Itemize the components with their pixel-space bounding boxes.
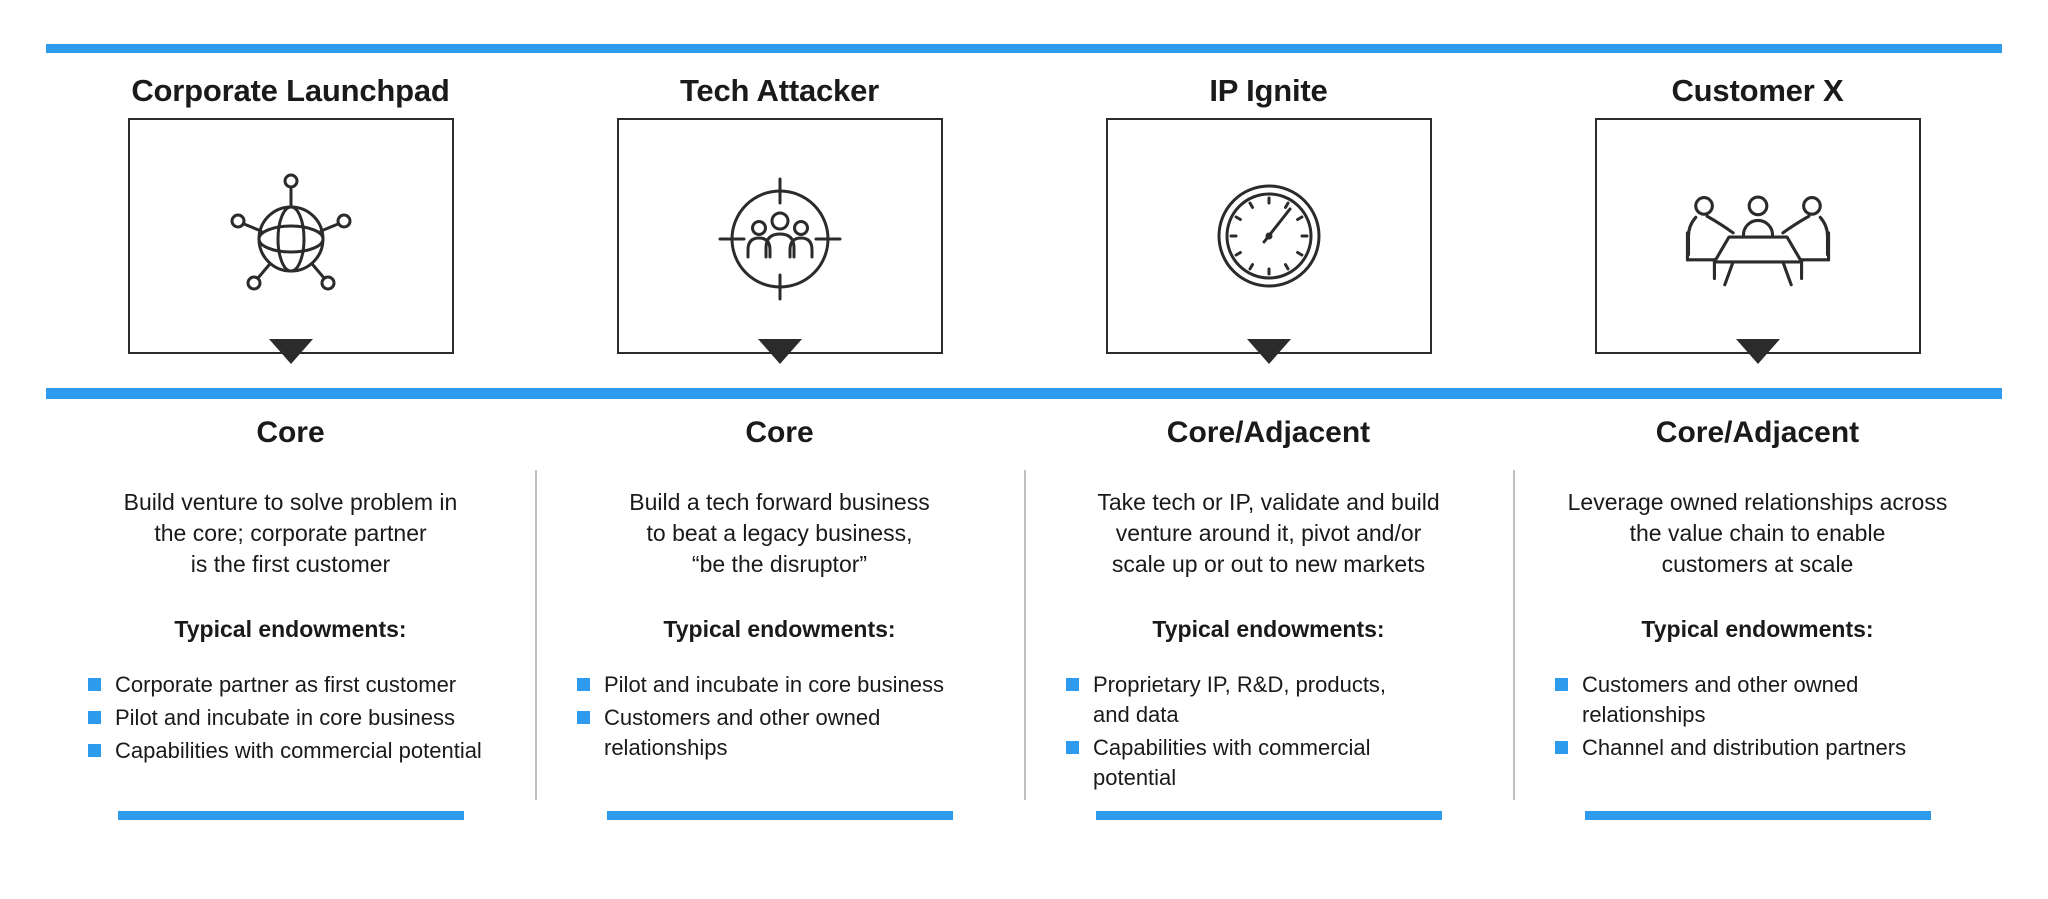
column-bottom-ip-ignite: Core/Adjacent Take tech or IP, validate … [1024,415,1513,820]
column-title: Corporate Launchpad [131,73,450,108]
column-bottom-customer-x: Core/Adjacent Leverage owned relationshi… [1513,415,2002,820]
meeting-table-icon [1685,195,1830,287]
description-text: Build venture to solve problem in the co… [123,489,458,577]
description-text: Build a tech forward business to beat a … [629,489,930,577]
icon-box [1594,118,1921,364]
bullet-item: Customers and other owned relationships [577,703,1022,763]
bullet-item: Capabilities with commercial potential [88,736,533,766]
bullet-text: Channel and distribution partners [1582,735,1907,760]
endowments-heading: Typical endowments: [663,616,896,642]
column-title: IP Ignite [1209,73,1328,108]
column-title: Customer X [1671,73,1844,108]
column-underline-bar [1584,811,1931,820]
bullet-square-icon [88,711,101,724]
column-divider [1024,470,1026,800]
column-top-customer-x: Customer X [1513,72,2002,364]
bullet-text: Capabilities with commercial potential [115,738,482,763]
bullet-item: Pilot and incubate in core business [88,703,533,733]
bullet-text: Capabilities with commercial potential [1093,735,1371,790]
bullet-text: Pilot and incubate in core business [604,672,944,697]
bullet-item: Pilot and incubate in core business [577,670,1022,700]
arrow-down-icon [757,339,802,364]
bullet-text: Proprietary IP, R&D, products, and data [1093,672,1387,727]
bullet-square-icon [1555,741,1568,754]
description-text: Take tech or IP, validate and build vent… [1097,489,1440,577]
globe-network-icon [230,173,351,291]
column-title: Tech Attacker [680,73,879,108]
bullet-square-icon [1066,741,1079,754]
icon-box [127,118,454,364]
column-underline-bar [1095,811,1442,820]
bullet-square-icon [1066,678,1079,691]
icon-box [1105,118,1432,364]
category-label: Core/Adjacent [1166,416,1371,449]
column-bottom-corporate-launchpad: Core Build venture to solve problem in t… [46,415,535,820]
arrow-down-icon [1246,339,1291,364]
bullet-text: Customers and other owned relationships [1582,672,1859,727]
endowments-heading: Typical endowments: [174,616,407,642]
column-bottom-tech-attacker: Core Build a tech forward business to be… [535,415,1024,820]
bullet-square-icon [1555,678,1568,691]
target-people-icon [718,177,841,301]
arrow-down-icon [1735,339,1780,364]
arrow-down-icon [268,339,313,364]
column-top-ip-ignite: IP Ignite [1024,72,1513,364]
category-label: Core [745,416,814,449]
column-underline-bar [606,811,953,820]
column-top-tech-attacker: Tech Attacker [535,72,1024,364]
icon-box [616,118,943,364]
column-underline-bar [117,811,464,820]
bullet-square-icon [577,678,590,691]
category-label: Core/Adjacent [1655,416,1860,449]
column-divider [1513,470,1515,800]
bullet-text: Pilot and incubate in core business [115,705,455,730]
middle-accent-bar [46,388,2002,399]
bullet-square-icon [577,711,590,724]
bullet-item: Customers and other owned relationships [1555,670,2000,730]
endowments-heading: Typical endowments: [1152,616,1385,642]
archetype-detail-row: Core Build venture to solve problem in t… [46,415,2002,820]
bullet-square-icon [88,744,101,757]
column-top-corporate-launchpad: Corporate Launchpad [46,72,535,364]
bullet-text: Customers and other owned relationships [604,705,881,760]
bullet-square-icon [88,678,101,691]
column-divider [535,470,537,800]
archetype-header-row: Corporate Launchpad Tech Attacker [46,72,2002,364]
endowments-heading: Typical endowments: [1641,616,1874,642]
clock-icon [1217,184,1320,288]
bullet-text: Corporate partner as first customer [115,672,457,697]
bullet-item: Channel and distribution partners [1555,733,2000,763]
description-text: Leverage owned relationships across the … [1567,489,1948,577]
bullet-item: Capabilities with commercial potential [1066,733,1511,793]
bullet-item: Proprietary IP, R&D, products, and data [1066,670,1511,730]
category-label: Core [256,416,325,449]
bullet-item: Corporate partner as first customer [88,670,533,700]
top-accent-bar [46,44,2002,53]
